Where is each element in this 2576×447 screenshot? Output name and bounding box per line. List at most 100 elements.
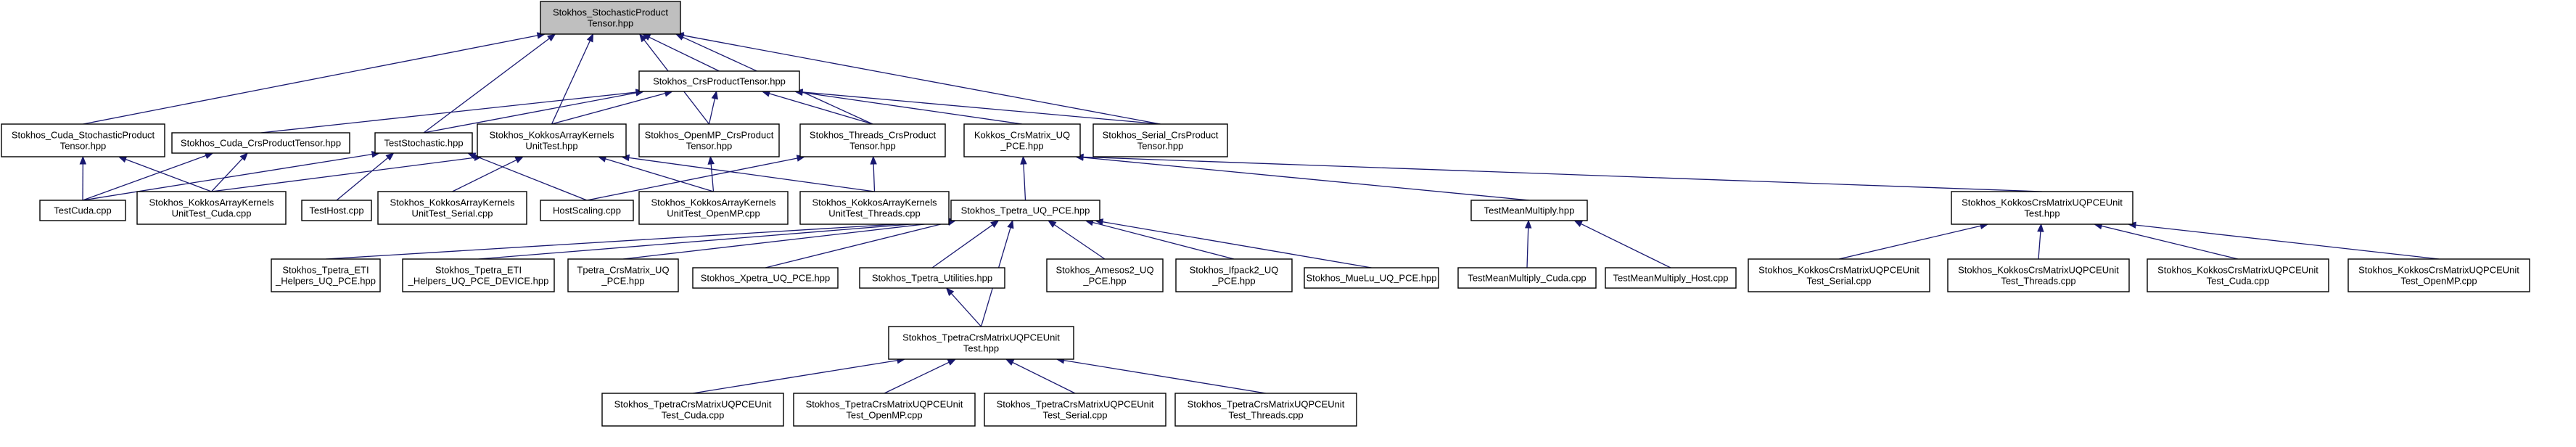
- node-stokhos-kokkosarraykernels-unittest-serial-cpp[interactable]: Stokhos_KokkosArrayKernelsUnitTest_Seria…: [377, 191, 527, 225]
- node-stokhos-openmp-crsproduct-tensor-hpp[interactable]: Stokhos_OpenMP_CrsProductTensor.hpp: [638, 123, 780, 157]
- node-stokhos-tpetracrsmatrixuqpceunit-test-serial-cpp[interactable]: Stokhos_TpetraCrsMatrixUQPCEUnitTest_Ser…: [984, 393, 1166, 427]
- node-label: Stokhos_Tpetra_Utilities.hpp: [872, 273, 992, 284]
- node-stokhos-serial-crsproduct-tensor-hpp[interactable]: Stokhos_Serial_CrsProductTensor.hpp: [1092, 123, 1228, 157]
- edge-line: [692, 359, 898, 394]
- arrowhead-icon: [638, 33, 647, 43]
- edge-arrow: [641, 33, 720, 72]
- node-box: [1951, 191, 2133, 225]
- node-stokhos-kokkosarraykernels-unittest-threads-cpp[interactable]: Stokhos_KokkosArrayKernelsUnitTest_Threa…: [799, 191, 950, 225]
- arrowhead-icon: [1020, 155, 1027, 165]
- node-stokhos-kokkoscrsmatrixuqpceunit-test-cuda-cpp[interactable]: Stokhos_KokkosCrsMatrixUQPCEUnitTest_Cud…: [2147, 258, 2329, 292]
- node-box: [402, 258, 555, 292]
- node-testcuda-cpp[interactable]: TestCuda.cpp: [39, 200, 126, 221]
- node-stokhos-tpetra-utilities-hpp[interactable]: Stokhos_Tpetra_Utilities.hpp: [859, 267, 1005, 289]
- edge-line: [1054, 224, 1106, 260]
- node-stokhos-kokkoscrsmatrixuqpceunit-test-threads-cpp[interactable]: Stokhos_KokkosCrsMatrixUQPCEUnitTest_Thr…: [1947, 258, 2130, 292]
- node-box: [2347, 258, 2530, 292]
- edge-arrow: [692, 356, 906, 394]
- node-testhost-cpp[interactable]: TestHost.cpp: [301, 200, 372, 221]
- node-label: UnitTest.hpp: [525, 141, 577, 152]
- node-box: [171, 132, 350, 154]
- node-label: Test.hpp: [963, 343, 999, 354]
- node-stokhos-ifpack2-uq-pce-hpp[interactable]: Stokhos_Ifpack2_UQ_PCE.hpp: [1175, 258, 1293, 292]
- node-label: Tensor.hpp: [1137, 141, 1184, 152]
- arrowhead-icon: [947, 358, 957, 366]
- edge-line: [82, 155, 207, 201]
- node-label: Stokhos_KokkosArrayKernels: [149, 197, 274, 208]
- node-stokhos-amesos2-uq-pce-hpp[interactable]: Stokhos_Amesos2_UQ_PCE.hpp: [1046, 258, 1164, 292]
- edge-line: [1063, 359, 1267, 394]
- edge-line: [683, 35, 1161, 125]
- node-kokkos-crsmatrix-uq-pce-hpp[interactable]: Kokkos_CrsMatrix_UQ_PCE.hpp: [963, 123, 1081, 157]
- node-stokhos-tpetra-eti-helpers-uq-pce-device-hpp[interactable]: Stokhos_Tpetra_ETI_Helpers_UQ_PCE_DEVICE…: [402, 258, 555, 292]
- node-box: [638, 123, 780, 157]
- edge-line: [211, 157, 243, 192]
- edge-arrow: [79, 155, 87, 201]
- node-label: Stokhos_Ifpack2_UQ: [1190, 265, 1279, 276]
- edge-line: [710, 163, 715, 192]
- node-stokhos-tpetracrsmatrixuqpceunit-test-openmp-cpp[interactable]: Stokhos_TpetraCrsMatrixUQPCEUnitTest_Ope…: [793, 393, 976, 427]
- node-label: Test_Threads.cpp: [1228, 410, 1303, 421]
- node-label: _Helpers_UQ_PCE_DEVICE.hpp: [408, 276, 549, 287]
- edge-line: [802, 91, 1023, 125]
- edge-arrow: [1055, 357, 1267, 394]
- node-stokhos-threads-crsproduct-tensor-hpp[interactable]: Stokhos_Threads_CrsProductTensor.hpp: [799, 123, 946, 157]
- node-stokhos-kokkosarraykernels-unittest-openmp-cpp[interactable]: Stokhos_KokkosArrayKernelsUnitTest_OpenM…: [638, 191, 789, 225]
- node-stokhos-tpetra-eti-helpers-uq-pce-hpp[interactable]: Stokhos_Tpetra_ETI_Helpers_UQ_PCE.hpp: [271, 258, 381, 292]
- node-stokhos-cuda-crsproducttensor-hpp[interactable]: Stokhos_Cuda_CrsProductTensor.hpp: [171, 132, 350, 154]
- edge-line: [211, 157, 475, 192]
- node-label: Test_OpenMP.cpp: [846, 410, 922, 421]
- edge-arrow: [794, 89, 1161, 125]
- node-stokhos-xpetra-uq-pce-hpp[interactable]: Stokhos_Xpetra_UQ_PCE.hpp: [692, 267, 839, 289]
- arrowhead-icon: [547, 33, 556, 42]
- node-stokhos-tpetracrsmatrixuqpceunit-test-threads-cpp[interactable]: Stokhos_TpetraCrsMatrixUQPCEUnitTest_Thr…: [1174, 393, 1357, 427]
- edge-line: [708, 98, 716, 125]
- node-stokhos-kokkoscrsmatrixuqpceunit-test-serial-cpp[interactable]: Stokhos_KokkosCrsMatrixUQPCEUnitTest_Ser…: [1748, 258, 1930, 292]
- node-testmeanmultiply-hpp[interactable]: TestMeanMultiply.hpp: [1470, 200, 1588, 221]
- node-tpetra-crsmatrix-uq-pce-hpp[interactable]: Tpetra_CrsMatrix_UQ_PCE.hpp: [567, 258, 679, 292]
- node-box: [950, 200, 1100, 221]
- node-box: [799, 191, 950, 225]
- node-stokhos-tpetra-uq-pce-hpp[interactable]: Stokhos_Tpetra_UQ_PCE.hpp: [950, 200, 1100, 221]
- node-label: TestHost.cpp: [309, 205, 363, 216]
- arrowhead-icon: [586, 33, 594, 43]
- node-box: [1, 123, 165, 157]
- edge-line: [551, 92, 666, 125]
- node-testmeanmultiply-cuda-cpp[interactable]: TestMeanMultiply_Cuda.cpp: [1457, 267, 1597, 289]
- node-box: [1947, 258, 2130, 292]
- node-label: Stokhos_KokkosArrayKernels: [390, 197, 515, 208]
- node-label: UnitTest_OpenMP.cpp: [667, 208, 760, 219]
- node-label: Stokhos_Tpetra_ETI: [435, 265, 522, 276]
- node-label: Tensor.hpp: [60, 141, 107, 152]
- node-box: [1046, 258, 1164, 292]
- edge-arrow: [336, 152, 395, 201]
- node-stokhos-muelu-uq-pce-hpp[interactable]: Stokhos_MueLu_UQ_PCE.hpp: [1304, 267, 1439, 289]
- edge-arrow: [1085, 219, 1235, 260]
- node-label: Stokhos_TpetraCrsMatrixUQPCEUnit: [1188, 399, 1345, 410]
- node-label: Kokkos_CrsMatrix_UQ: [974, 130, 1070, 141]
- node-stokhos-kokkoscrsmatrixuqpceunit-test-openmp-cpp[interactable]: Stokhos_KokkosCrsMatrixUQPCEUnitTest_Ope…: [2347, 258, 2530, 292]
- node-hostscaling-cpp[interactable]: HostScaling.cpp: [540, 200, 634, 221]
- node-teststochastic-hpp[interactable]: TestStochastic.hpp: [374, 132, 473, 154]
- node-box: [540, 1, 681, 35]
- node-testmeanmultiply-host-cpp[interactable]: TestMeanMultiply_Host.cpp: [1605, 267, 1737, 289]
- node-label: Test_Cuda.cpp: [2207, 276, 2270, 287]
- edge-line: [605, 158, 714, 192]
- arrowhead-icon: [204, 152, 214, 160]
- edge-line: [1092, 221, 1235, 260]
- node-stokhos-kokkosarraykernels-unittest-cuda-cpp[interactable]: Stokhos_KokkosArrayKernelsUnitTest_Cuda.…: [136, 191, 287, 225]
- edge-line: [884, 361, 950, 394]
- edge-line: [452, 159, 517, 192]
- node-stokhos-crsproducttensor-hpp[interactable]: Stokhos_CrsProductTensor.hpp: [638, 70, 800, 92]
- node-label: Stokhos_KokkosCrsMatrixUQPCEUnit: [1962, 197, 2123, 208]
- edge-line: [1082, 156, 2043, 192]
- node-box: [271, 258, 381, 292]
- node-stokhos-tpetracrsmatrixuqpceunit-test-cuda-cpp[interactable]: Stokhos_TpetraCrsMatrixUQPCEUnitTest_Cud…: [601, 393, 784, 427]
- node-label: UnitTest_Cuda.cpp: [172, 208, 252, 219]
- edge-arrow: [1074, 153, 2043, 192]
